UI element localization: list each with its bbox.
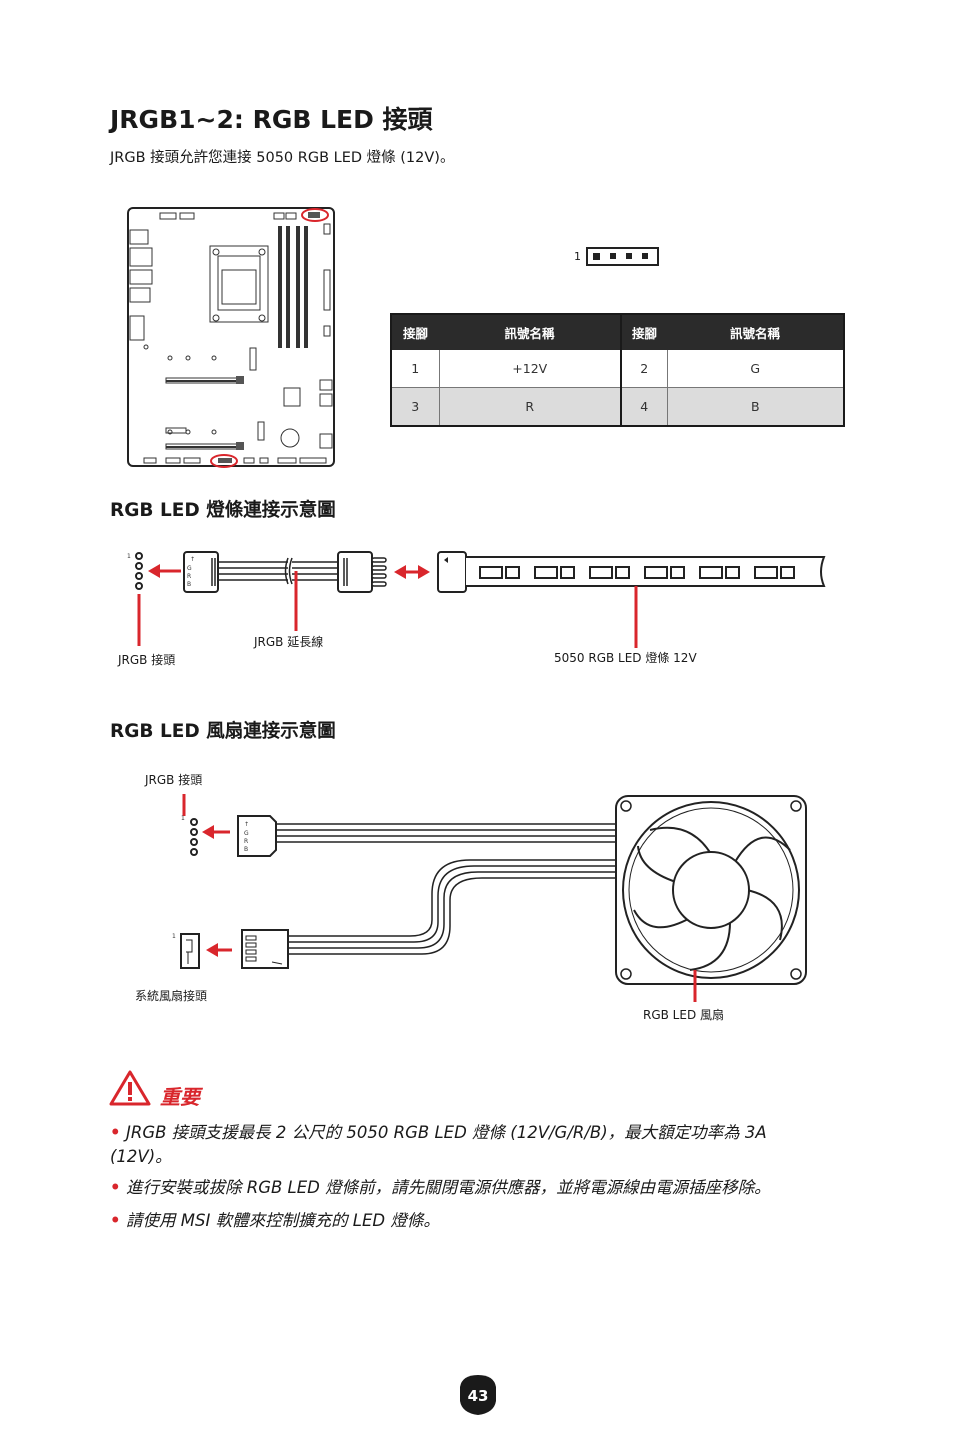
- intro-text: JRGB 接頭允許您連接 5050 RGB LED 燈條 (12V)。: [110, 150, 455, 166]
- table-cell: 2: [620, 350, 667, 388]
- extension-cable-label: JRGB 延長線: [254, 635, 324, 649]
- connector-pin1-label: 1: [574, 250, 581, 263]
- note-text: 請使用 MSI 軟體來控制擴充的 LED 燈條。: [126, 1211, 440, 1230]
- bullet: •: [110, 1178, 121, 1197]
- strip-pin1-label: 1: [127, 553, 131, 560]
- plug-pin-label: ↑: [190, 556, 195, 563]
- plug-pin-label: G: [187, 565, 192, 572]
- led-strip-label: 5050 RGB LED 燈條 12V: [554, 651, 697, 665]
- jrgb-connector-icon: [586, 247, 659, 266]
- fan-rgb-plug: [237, 815, 277, 857]
- table-row: 3 R 4 B: [391, 387, 844, 426]
- table-header: 訊號名稱: [439, 314, 621, 350]
- page-number-badge: 43: [460, 1375, 496, 1415]
- rgb-fan-icon: [615, 795, 807, 985]
- page-title: JRGB1~2: RGB LED 接頭: [110, 105, 433, 134]
- fan-header-pin1-label: 1: [172, 933, 176, 940]
- jrgb-header-icon: [135, 552, 143, 590]
- plug-pin-label: ↑: [244, 821, 249, 828]
- plug-pin-label: B: [244, 846, 248, 853]
- strip-connection-diagram: 1 ↑ G R B: [127, 551, 826, 648]
- plug-pin-label: R: [244, 838, 248, 845]
- fan-jrgb-header-label: JRGB 接頭: [145, 773, 203, 787]
- table-cell: +12V: [438, 350, 621, 388]
- fan-jrgb-header-icon: [190, 818, 198, 856]
- extension-plug-left: [183, 551, 219, 593]
- important-note: • 進行安裝或拔除 RGB LED 燈條前，請先關閉電源供應器，並將電源線由電源插…: [110, 1176, 830, 1200]
- important-note: • 請使用 MSI 軟體來控制擴充的 LED 燈條。: [110, 1209, 830, 1233]
- bullet: •: [110, 1211, 121, 1230]
- insert-arrow-icon: [206, 943, 218, 957]
- note-text: 進行安裝或拔除 RGB LED 燈條前，請先關閉電源供應器，並將電源線由電源插座…: [126, 1178, 771, 1197]
- table-cell: G: [666, 350, 844, 388]
- table-header: 接腳: [620, 314, 667, 350]
- note-text: JRGB 接頭支援最長 2 公尺的 5050 RGB LED 燈條 (12V/G…: [110, 1123, 767, 1166]
- fan-header-label: 系統風扇接頭: [135, 989, 208, 1003]
- fan-section-heading: RGB LED 風扇連接示意圖: [110, 721, 336, 742]
- warning-icon: [109, 1070, 151, 1106]
- pin-table: 接腳 訊號名稱 接腳 訊號名稱 1 +12V 2 G 3 R 4 B: [390, 313, 845, 427]
- insert-arrow-icon: [148, 564, 160, 578]
- plug-pin-label: B: [187, 581, 191, 588]
- important-note: •JRGB 接頭支援最長 2 公尺的 5050 RGB LED 燈條 (12V/…: [110, 1121, 830, 1169]
- fan-pin1-label: 1: [181, 815, 185, 822]
- fan-power-plug: [241, 929, 289, 969]
- strip-section-heading: RGB LED 燈條連接示意圖: [110, 500, 336, 521]
- table-cell: 1: [391, 350, 439, 388]
- plug-pin-label: G: [244, 830, 249, 837]
- table-header: 接腳: [391, 314, 439, 350]
- fan-header-icon: [180, 933, 200, 969]
- jrgb-header-label: JRGB 接頭: [118, 653, 176, 667]
- table-header: 訊號名稱: [667, 314, 844, 350]
- page-number: 43: [468, 1387, 489, 1405]
- table-row: 1 +12V 2 G: [391, 350, 844, 388]
- table-cell: R: [438, 387, 621, 426]
- strip-connector: [437, 551, 467, 593]
- fan-connection-diagram: 1 ↑ G R B 1: [172, 794, 807, 1002]
- table-cell: 3: [391, 387, 439, 426]
- rgb-fan-label: RGB LED 風扇: [643, 1008, 725, 1022]
- plug-pin-label: R: [187, 573, 191, 580]
- table-cell: B: [666, 387, 844, 426]
- extension-plug-right: [337, 551, 373, 593]
- motherboard-diagram: [127, 207, 335, 468]
- bullet: •: [110, 1123, 121, 1142]
- insert-arrow-icon: [202, 825, 214, 839]
- double-arrow-icon: [394, 565, 406, 579]
- important-title: 重要: [160, 1085, 200, 1109]
- table-cell: 4: [620, 387, 667, 426]
